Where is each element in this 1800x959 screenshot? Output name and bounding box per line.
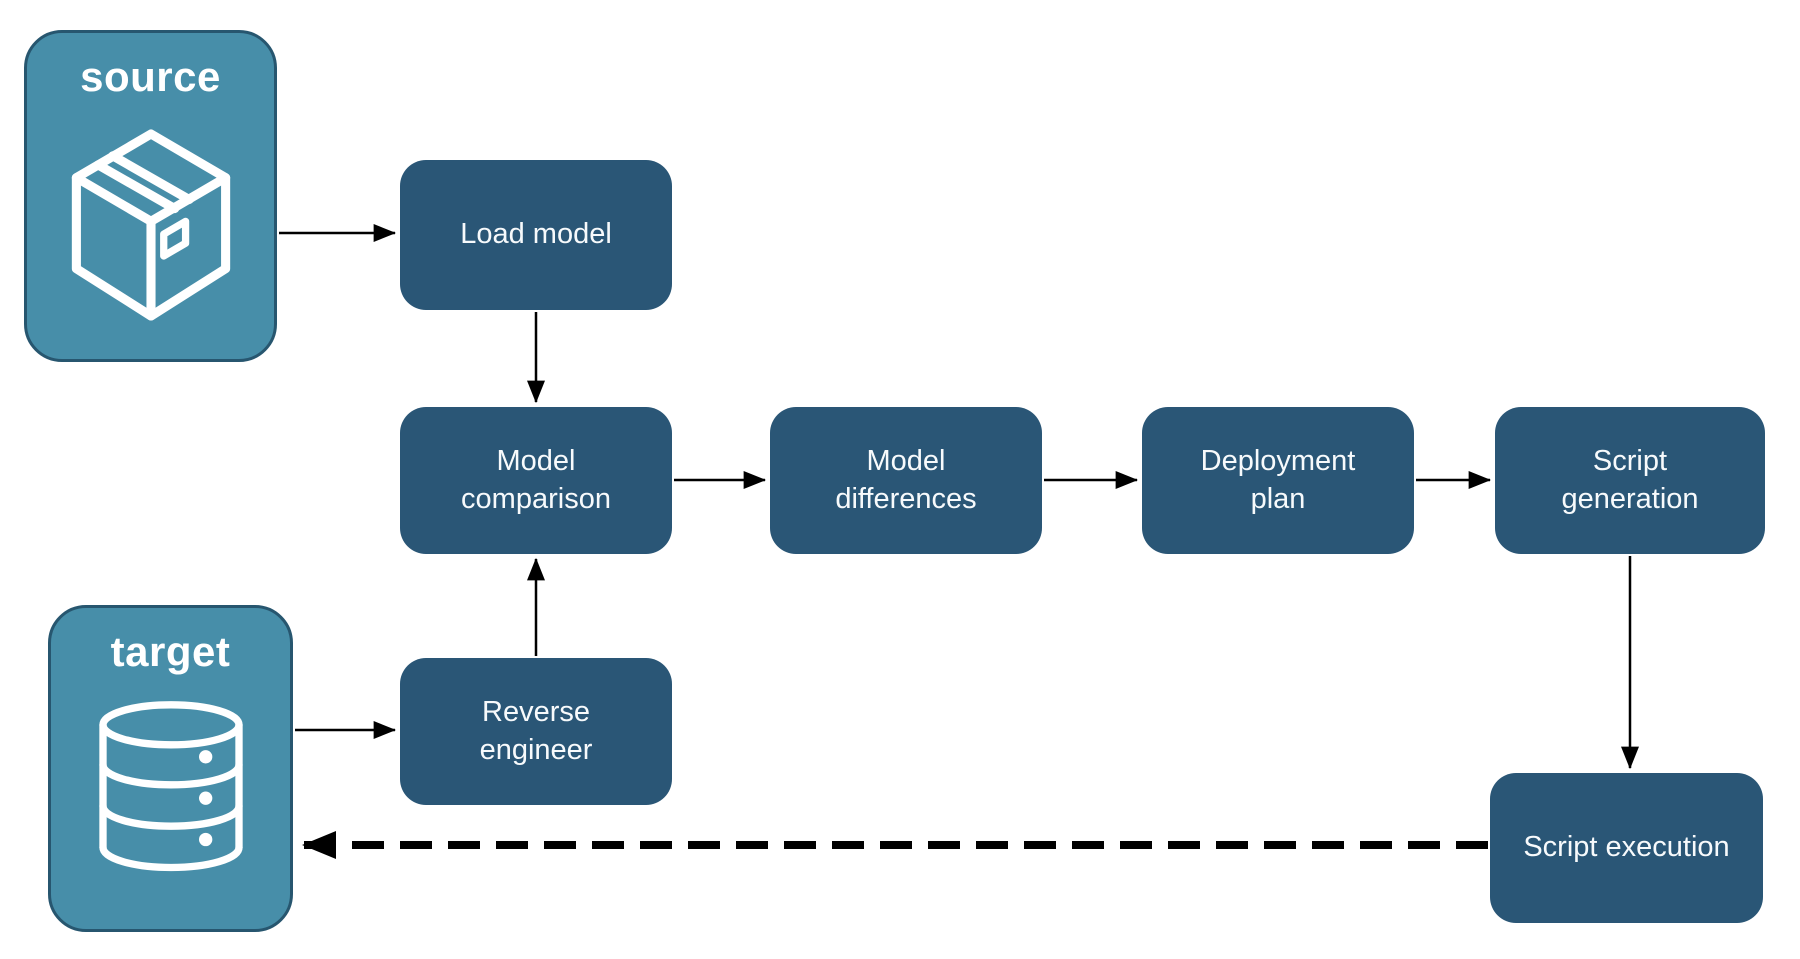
node-label: Script execution (1523, 831, 1730, 864)
node-reverse-engineer[interactable]: Reverse engineer (400, 658, 672, 805)
node-load-model[interactable]: Load model (400, 160, 672, 310)
target-label: target (110, 628, 231, 675)
node-script-generation[interactable]: Script generation (1495, 407, 1765, 554)
node-label: Load model (460, 218, 612, 251)
node-deployment-plan[interactable]: Deployment plan (1142, 407, 1414, 554)
source-container[interactable]: source (24, 30, 277, 362)
node-label: Model differences (835, 444, 977, 515)
node-model-comparison[interactable]: Model comparison (400, 407, 672, 554)
database-icon (98, 701, 243, 872)
node-label: Deployment plan (1200, 444, 1356, 515)
node-model-differences[interactable]: Model differences (770, 407, 1042, 554)
target-container[interactable]: target (48, 605, 293, 932)
node-script-execution[interactable]: Script execution (1490, 773, 1763, 923)
node-label: Model comparison (461, 444, 611, 515)
node-label: Reverse engineer (479, 695, 593, 766)
source-label: source (80, 53, 221, 100)
node-label: Script generation (1561, 444, 1699, 515)
package-icon (71, 129, 230, 321)
